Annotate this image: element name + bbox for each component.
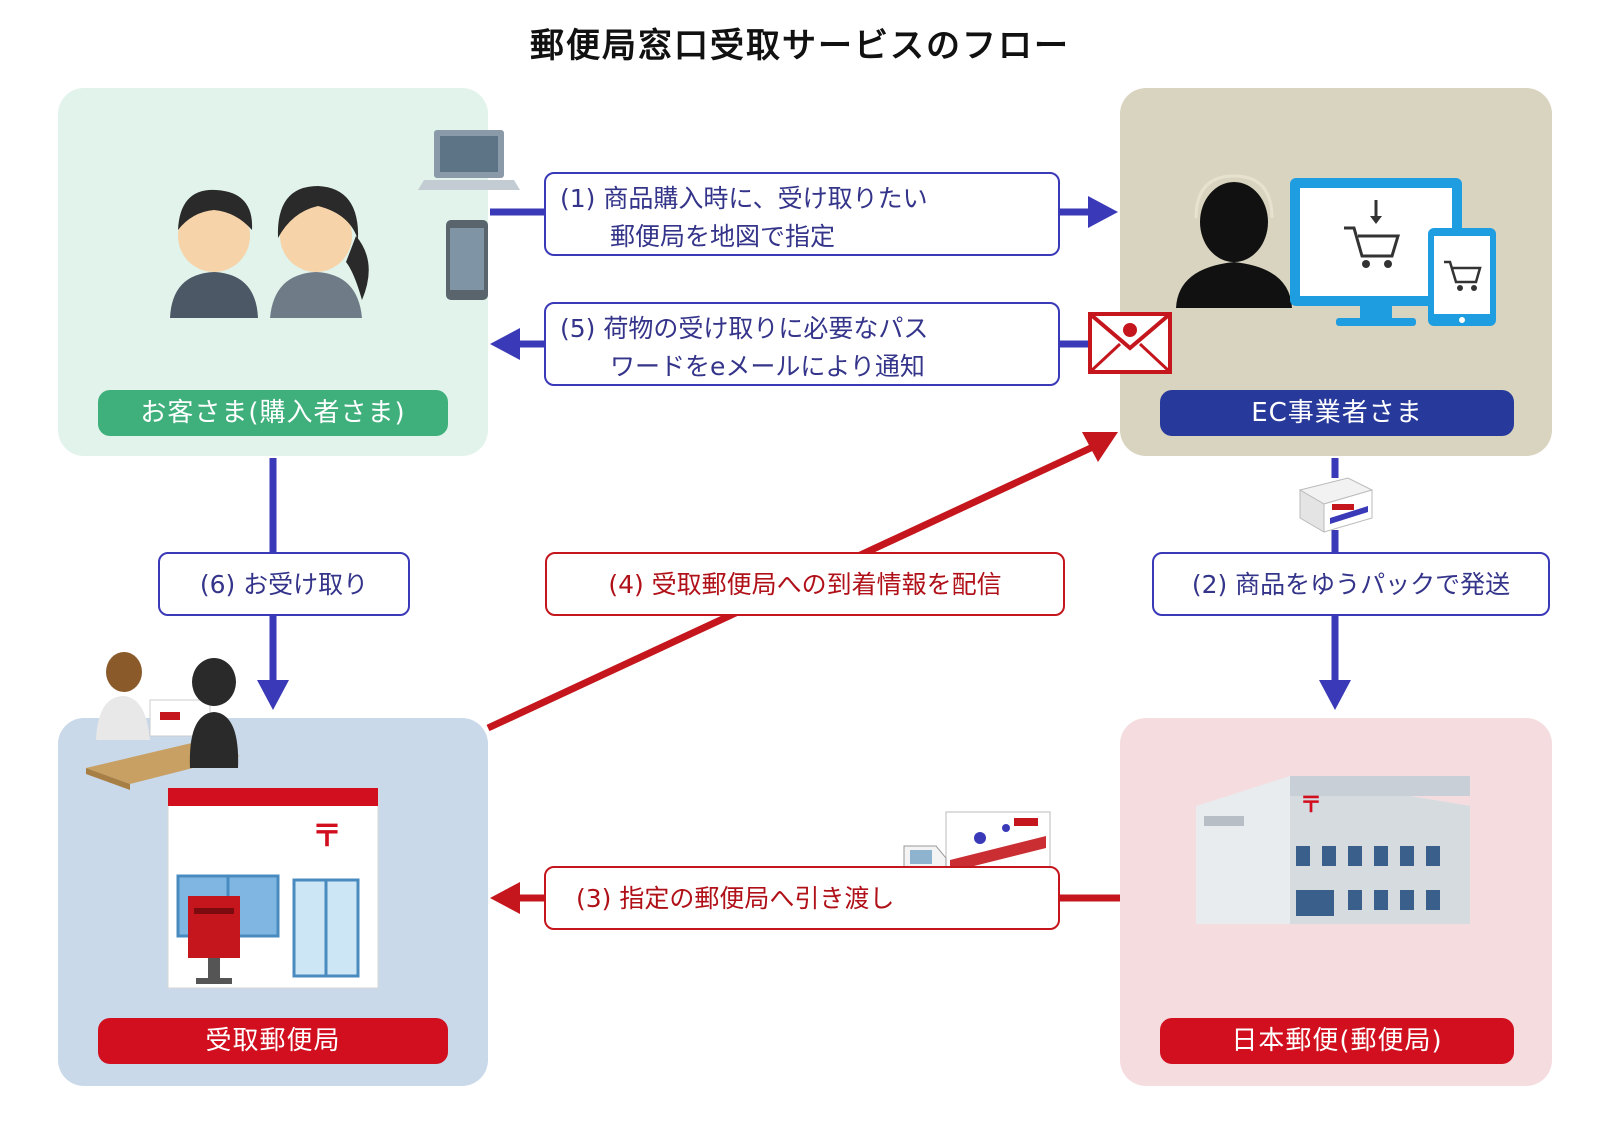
counter-service-icon — [86, 652, 240, 790]
postbox-icon — [188, 896, 240, 984]
receive-office-label: 受取郵便局 — [98, 1018, 448, 1064]
step-6-box: (6) お受け取り — [158, 552, 410, 616]
customer-label: お客さま(購入者さま) — [98, 390, 448, 436]
customers-icon — [170, 186, 369, 318]
step-1-line-2: 郵便局を地図で指定 — [610, 222, 836, 251]
smartphone-icon — [446, 220, 488, 300]
step-4-box: (4) 受取郵便局への到着情報を配信 — [545, 552, 1065, 616]
step-1-line-1: (1) 商品購入時に、受け取りたい — [560, 184, 928, 213]
step-2-box: (2) 商品をゆうパックで発送 — [1152, 552, 1550, 616]
parcel-icon — [1298, 477, 1374, 533]
arrow-step-1 — [490, 196, 1118, 228]
ec-operator-label: EC事業者さま — [1160, 390, 1514, 436]
step-1-box: (1) 商品購入時に、受け取りたい 郵便局を地図で指定 — [544, 172, 1060, 256]
post-hub-building-icon: 〒 — [1196, 776, 1470, 924]
laptop-icon — [418, 130, 520, 190]
svg-text:〒: 〒 — [312, 819, 342, 854]
arrow-step-3 — [490, 882, 1120, 914]
japan-post-label: 日本郵便(郵便局) — [1160, 1018, 1514, 1064]
diagram-title: 郵便局窓口受取サービスのフロー — [530, 26, 1070, 66]
arrow-step-5 — [490, 328, 1090, 360]
step-3-box: (3) 指定の郵便局へ引き渡し — [544, 866, 1060, 930]
operator-icon — [1176, 174, 1292, 308]
monitor-cart-icon — [1290, 178, 1462, 326]
tablet-cart-icon — [1428, 228, 1496, 326]
svg-text:〒: 〒 — [1300, 793, 1322, 818]
step-5-box: (5) 荷物の受け取りに必要なパス ワードをeメールにより通知 — [544, 302, 1060, 386]
step-5-line-1: (5) 荷物の受け取りに必要なパス — [560, 314, 929, 343]
arrow-step-6 — [257, 458, 289, 710]
mail-icon — [1088, 312, 1172, 374]
step-5-line-2: ワードをeメールにより通知 — [610, 352, 925, 381]
arrow-step-2 — [1319, 458, 1351, 710]
